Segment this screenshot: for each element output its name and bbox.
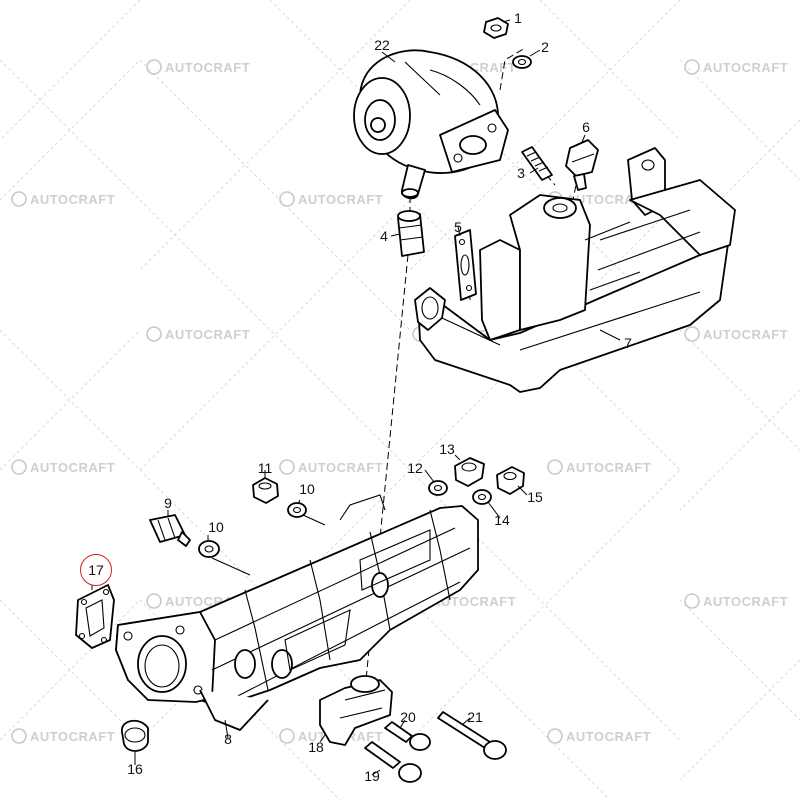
callout-7: 7 (624, 335, 632, 351)
watermark: AUTOCRAFT (279, 459, 383, 475)
bolt-19 (364, 741, 422, 783)
plug-bolt (252, 477, 279, 504)
exhaust-manifold (414, 147, 736, 393)
watermark: AUTOCRAFT (146, 326, 250, 342)
watermark-text: AUTOCRAFT (703, 60, 788, 75)
callout-14: 14 (494, 512, 510, 528)
watermark: AUTOCRAFT (146, 59, 250, 75)
watermark-text: AUTOCRAFT (703, 327, 788, 342)
watermark-text: AUTOCRAFT (703, 594, 788, 609)
washer-12 (428, 480, 448, 496)
watermark-text: AUTOCRAFT (298, 460, 383, 475)
temperature-sensor (149, 514, 191, 547)
sealing-washer (198, 540, 220, 558)
callout-8: 8 (224, 731, 232, 747)
stud (521, 146, 553, 181)
flange-gasket (454, 229, 477, 301)
watermark-text: AUTOCRAFT (298, 192, 383, 207)
watermark-text: AUTOCRAFT (431, 594, 516, 609)
watermark: AUTOCRAFT (11, 191, 115, 207)
plug (565, 139, 599, 191)
watermark-text: AUTOCRAFT (566, 729, 651, 744)
callout-22: 22 (374, 37, 390, 53)
watermark: AUTOCRAFT (684, 59, 788, 75)
callout-3: 3 (517, 165, 525, 181)
watermark-text: AUTOCRAFT (165, 60, 250, 75)
callout-15: 15 (527, 489, 543, 505)
callout-1: 1 (514, 10, 522, 26)
washer-14 (472, 489, 492, 505)
callout-4: 4 (380, 228, 388, 244)
turbocharger (353, 49, 509, 200)
bolt-20 (384, 721, 431, 751)
watermark-text: AUTOCRAFT (165, 327, 250, 342)
washer (512, 55, 532, 69)
callout-20: 20 (400, 709, 416, 725)
callout-10-upper: 10 (299, 481, 315, 497)
connector-sleeve (397, 210, 425, 257)
callout-18: 18 (308, 739, 324, 755)
watermark-text: AUTOCRAFT (566, 192, 651, 207)
callout-12: 12 (407, 460, 423, 476)
nut (483, 17, 509, 39)
sealing-washer-upper (287, 502, 307, 518)
callout-9: 9 (164, 495, 172, 511)
watermark: AUTOCRAFT (684, 326, 788, 342)
plug-13 (454, 457, 485, 487)
callout-16: 16 (127, 761, 143, 777)
callout-11: 11 (257, 460, 273, 476)
watermark-text: AUTOCRAFT (30, 729, 115, 744)
plug-15 (496, 466, 525, 495)
watermark: AUTOCRAFT (547, 459, 651, 475)
callout-21: 21 (467, 709, 483, 725)
plug-16 (121, 719, 149, 752)
watermark-text: AUTOCRAFT (566, 460, 651, 475)
watermark: AUTOCRAFT (11, 459, 115, 475)
callout-13: 13 (439, 441, 455, 457)
watermark-text: AUTOCRAFT (30, 460, 115, 475)
callout-19: 19 (364, 768, 380, 784)
watermark: AUTOCRAFT (279, 191, 383, 207)
manifold-body (115, 494, 479, 731)
watermark-text: AUTOCRAFT (30, 192, 115, 207)
mounting-bracket (319, 675, 393, 746)
callout-2: 2 (541, 39, 549, 55)
manifold-gasket (75, 584, 115, 649)
callout-17-highlighted[interactable]: 17 (80, 554, 112, 586)
callout-6: 6 (582, 119, 590, 135)
callout-10-lower: 10 (208, 519, 224, 535)
watermark: AUTOCRAFT (684, 593, 788, 609)
callout-5: 5 (454, 219, 462, 235)
bolt-21 (437, 711, 507, 760)
watermark: AUTOCRAFT (547, 728, 651, 744)
watermark: AUTOCRAFT (11, 728, 115, 744)
